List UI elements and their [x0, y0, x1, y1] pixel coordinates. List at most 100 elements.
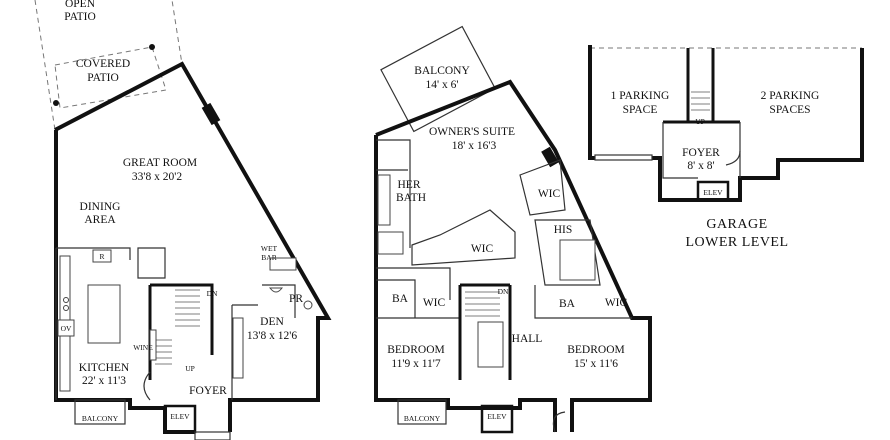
- garage-elevator: [696, 180, 730, 202]
- cooktop-burner: [63, 297, 69, 303]
- dining-area-label: AREA: [84, 214, 116, 226]
- wet-bar-label: BAR: [261, 253, 276, 262]
- upper-stair-down-label: DN: [498, 287, 509, 296]
- dining-area-label: DINING: [80, 201, 121, 213]
- garage-elevator-label: ELEV: [703, 188, 723, 197]
- fridge: [92, 249, 112, 263]
- hall-label: HALL: [512, 333, 543, 345]
- garage-stair-up-label: UP: [695, 117, 705, 126]
- bedroom-right-dims: 15' x 11'6: [574, 358, 618, 370]
- upper-stair-treads: [465, 291, 500, 317]
- foyer-label: FOYER: [189, 385, 227, 397]
- kitchen-walls: [55, 247, 131, 400]
- stair-down-label: DN: [207, 289, 218, 298]
- wic-center-walls: [411, 209, 516, 266]
- bedroom-left-dims: 11'9 x 11'7: [391, 358, 441, 370]
- garage-stair-treads: [691, 91, 710, 111]
- her-bath-label: BATH: [396, 192, 426, 204]
- her-bath-walls: [376, 139, 411, 248]
- pr-sink: [268, 287, 284, 293]
- covered-patio-outline: [54, 46, 167, 109]
- entry-door-swing: [143, 371, 151, 401]
- stair-landing: [477, 321, 504, 368]
- garage-title: GARAGE: [706, 217, 767, 232]
- owners-suite-dims: 18' x 16'3: [452, 140, 497, 152]
- garage-subtitle: LOWER LEVEL: [685, 235, 788, 250]
- wet-bar-counter: [269, 257, 297, 271]
- kitchen-dims: 22' x 11'3: [82, 375, 126, 387]
- foyer-door-swing: [725, 150, 741, 166]
- den-dims: 13'8 x 12'6: [247, 330, 297, 342]
- balcony-bottom-label: BALCONY: [404, 414, 441, 423]
- wet-bar-label: WET: [261, 244, 278, 253]
- wic-right-label: WIC: [538, 188, 561, 200]
- balcony-top-dims: 14' x 6': [426, 79, 459, 91]
- refrigerator-label: R: [99, 252, 104, 261]
- bath-right-label: BA: [559, 298, 576, 310]
- great-room-dims: 33'8 x 20'2: [132, 171, 182, 183]
- her-bath-label: HER: [398, 179, 421, 191]
- den-walls: [231, 284, 296, 400]
- open-patio-outline: [34, 0, 183, 131]
- parking-one-label: SPACE: [623, 104, 658, 116]
- den-shelving: [232, 317, 244, 379]
- bath-left-walls: [376, 279, 416, 318]
- den-label: DEN: [260, 316, 284, 328]
- upper-balcony-top: [380, 25, 496, 133]
- parking-two-label: SPACES: [769, 104, 810, 116]
- wic-bed-right-label: WIC: [605, 297, 628, 309]
- upper-door-swing: [552, 411, 566, 433]
- his-label: HIS: [554, 224, 573, 236]
- garage-door: [594, 154, 653, 161]
- covered-patio-label: PATIO: [87, 72, 119, 84]
- garage-plan: [588, 45, 864, 202]
- stair-up-label: UP: [185, 364, 195, 373]
- balcony-label: BALCONY: [82, 414, 119, 423]
- his-shower: [559, 239, 596, 281]
- pr-toilet: [303, 300, 313, 310]
- main-balcony: [74, 399, 126, 425]
- oven-label: OV: [61, 324, 72, 333]
- stair-hall-walls: [458, 283, 512, 380]
- bedroom-right-walls: [534, 285, 632, 319]
- garage-stair-walls: [663, 48, 740, 124]
- chimney-block: [201, 102, 221, 126]
- garage-foyer-label: FOYER: [682, 147, 720, 159]
- balcony-top-label: BALCONY: [414, 65, 470, 77]
- open-patio-label: PATIO: [64, 11, 96, 23]
- wine-label: WINE: [133, 343, 153, 352]
- his-bath-walls: [519, 159, 601, 286]
- main-floor-plan: [34, 0, 332, 440]
- patio-post: [149, 44, 155, 50]
- wic-bed-left-label: WIC: [423, 297, 446, 309]
- cooktop-burner: [63, 305, 69, 311]
- elevator-label: ELEV: [170, 412, 190, 421]
- bedroom-right-label: BEDROOM: [567, 344, 625, 356]
- main-elevator: [163, 404, 197, 434]
- garage-foyer-walls: [662, 122, 741, 179]
- bath-left-label: BA: [392, 293, 409, 305]
- foyer-entry-step: [194, 431, 231, 440]
- parking-one-label: 1 PARKING: [611, 90, 670, 102]
- main-stair-treads: [155, 289, 200, 365]
- garage-foyer-dims: 8' x 8': [687, 160, 714, 172]
- kitchen-island: [87, 284, 121, 344]
- oven: [57, 319, 75, 337]
- great-room-label: GREAT ROOM: [123, 157, 197, 169]
- her-bath-vanity: [377, 174, 391, 226]
- upper-floor-plan: [374, 25, 652, 434]
- upper-balcony-bottom: [397, 399, 447, 425]
- stair-core: [148, 283, 214, 380]
- open-patio-label: OPEN: [65, 0, 96, 10]
- patio-post: [53, 100, 59, 106]
- wine-rack: [149, 329, 157, 361]
- powder-room-label: PR: [289, 293, 303, 305]
- upper-elevator: [480, 404, 514, 434]
- kitchen-label: KITCHEN: [79, 362, 130, 374]
- owners-suite-label: OWNER'S SUITE: [429, 126, 515, 138]
- pantry-walls: [137, 247, 166, 279]
- bedroom-left-label: BEDROOM: [387, 344, 445, 356]
- covered-patio-label: COVERED: [76, 58, 130, 70]
- upper-elevator-label: ELEV: [487, 412, 507, 421]
- her-bath-tub: [377, 231, 404, 255]
